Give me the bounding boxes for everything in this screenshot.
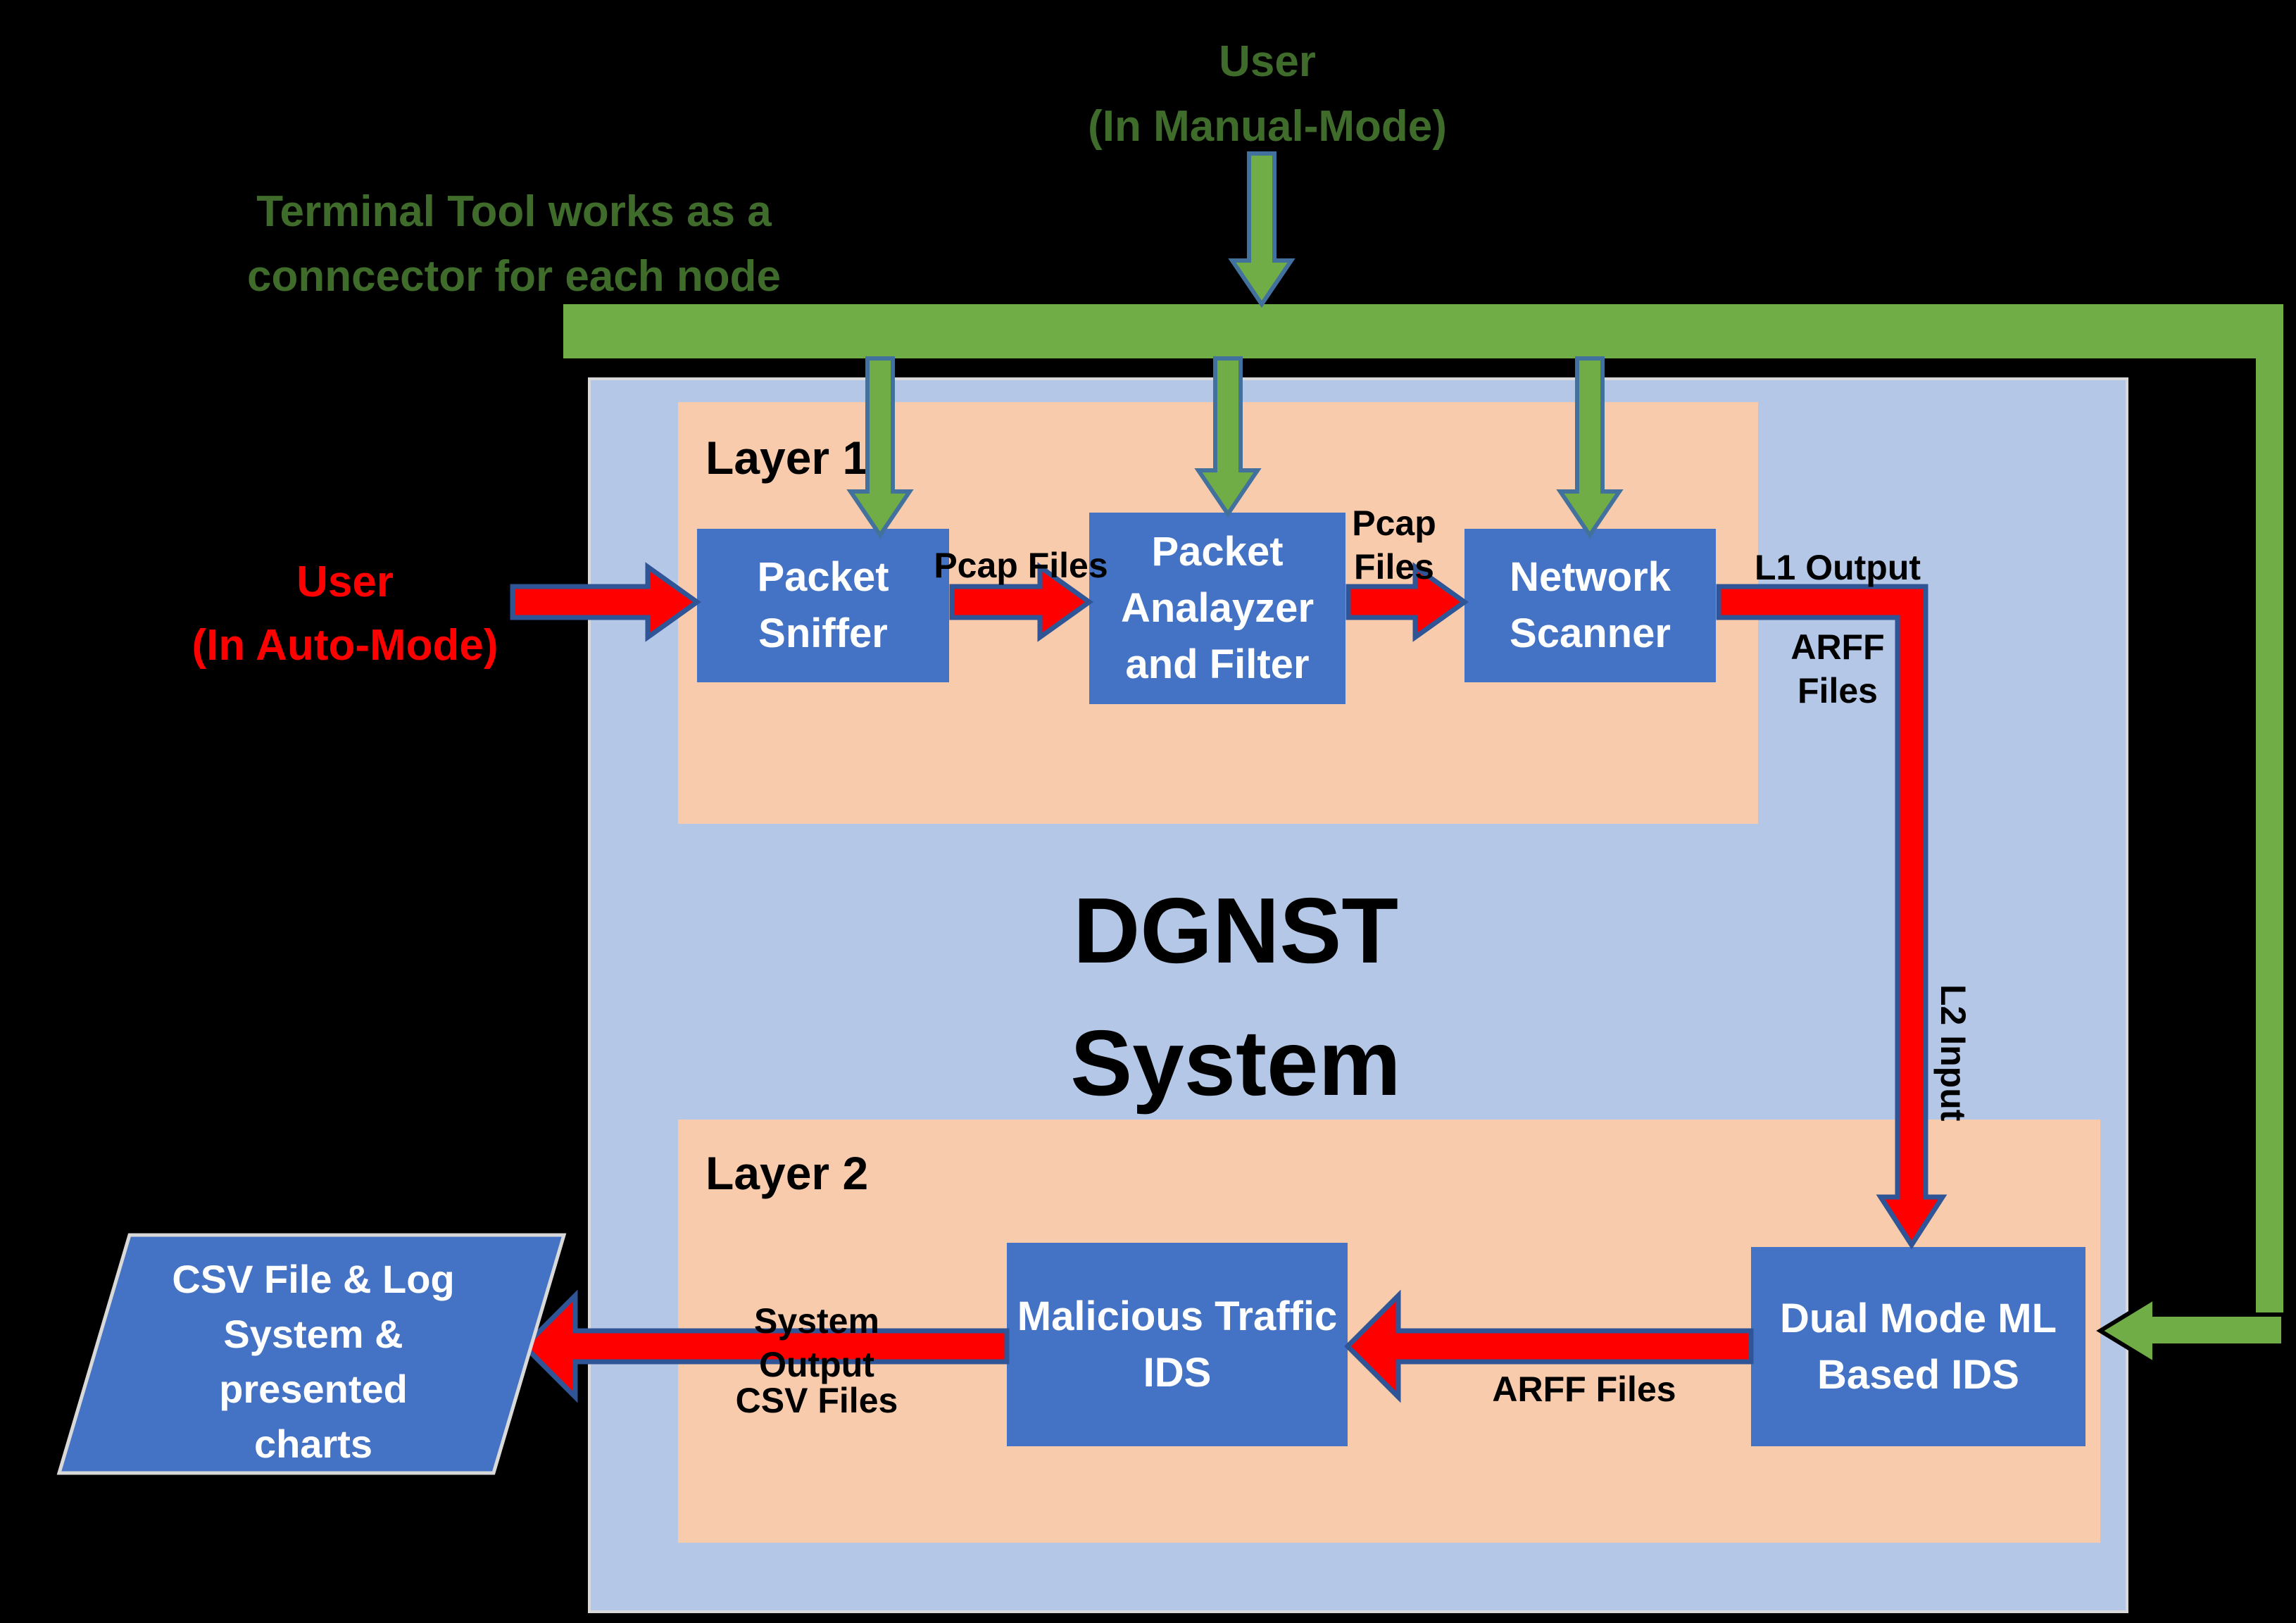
packet-sniffer-line2: Sniffer — [758, 610, 888, 656]
l2-input-label: L2 Input — [1933, 984, 1973, 1122]
terminal-note-line2: conncector for each node — [247, 252, 781, 301]
node-malicious-ids: Malicious Traffic IDS — [1007, 1243, 1348, 1446]
system-title: DGNST System — [884, 865, 1588, 1129]
node-dual-mode-ids: Dual Mode ML Based IDS — [1751, 1247, 2085, 1446]
layer1-label: Layer 1 — [705, 432, 869, 484]
dual-mode-ids-line2: Based IDS — [1817, 1351, 2019, 1398]
packet-analyzer-line2: Analayzer — [1120, 585, 1315, 631]
user-manual-line2: (In Manual-Mode) — [1088, 102, 1447, 151]
csv-output-line1: CSV File & Log — [172, 1257, 455, 1301]
user-auto-heading: User (In Auto-Mode) — [141, 551, 549, 677]
user-manual-heading: User (In Manual-Mode) — [1014, 30, 1521, 159]
l1-output-label: L1 Output — [1754, 548, 1921, 587]
csv-files-label: CSV Files — [735, 1381, 898, 1420]
packet-analyzer-line3: and Filter — [1125, 641, 1310, 687]
csv-output-line3: presented — [219, 1367, 408, 1411]
malicious-ids-line2: IDS — [1143, 1349, 1212, 1396]
network-scanner-line1: Network — [1510, 554, 1671, 600]
csv-output-line4: charts — [253, 1422, 373, 1466]
user-auto-line1: User — [296, 558, 394, 606]
csv-output-label: CSV File & Log System & presented charts — [106, 1252, 521, 1472]
malicious-ids-line1: Malicious Traffic — [1017, 1293, 1338, 1339]
network-scanner-line2: Scanner — [1510, 610, 1671, 656]
layer2-label: Layer 2 — [705, 1147, 869, 1199]
pcap-files-label-2: Pcap Files — [1324, 501, 1464, 589]
pcap-files-2-line1: Pcap — [1352, 503, 1436, 543]
arff-files-l2-label: ARFF Files — [1492, 1370, 1676, 1409]
dual-mode-ids-line1: Dual Mode ML — [1779, 1295, 2057, 1341]
pcap-files-2-line2: Files — [1354, 547, 1434, 587]
system-output-label: System Output — [754, 1301, 879, 1384]
node-network-scanner: Network Scanner — [1464, 529, 1716, 682]
arff-files-l1-label: ARFF Files — [1790, 627, 1885, 710]
node-packet-analyzer: Packet Analayzer and Filter — [1089, 513, 1345, 704]
green-arrow-user-manual — [1228, 151, 1296, 308]
csv-output-line2: System & — [223, 1312, 403, 1356]
pcap-files-label-1: Pcap Files — [934, 546, 1108, 585]
user-auto-line2: (In Auto-Mode) — [192, 621, 498, 670]
packet-sniffer-line1: Packet — [757, 554, 889, 600]
user-manual-line1: User — [1219, 37, 1316, 86]
system-title-line1: DGNST — [1073, 879, 1398, 982]
packet-analyzer-line1: Packet — [1151, 529, 1284, 575]
system-title-line2: System — [1070, 1011, 1401, 1115]
node-packet-sniffer: Packet Sniffer — [697, 529, 949, 682]
terminal-note: Terminal Tool works as a conncector for … — [232, 180, 796, 309]
terminal-note-line1: Terminal Tool works as a — [256, 187, 772, 236]
